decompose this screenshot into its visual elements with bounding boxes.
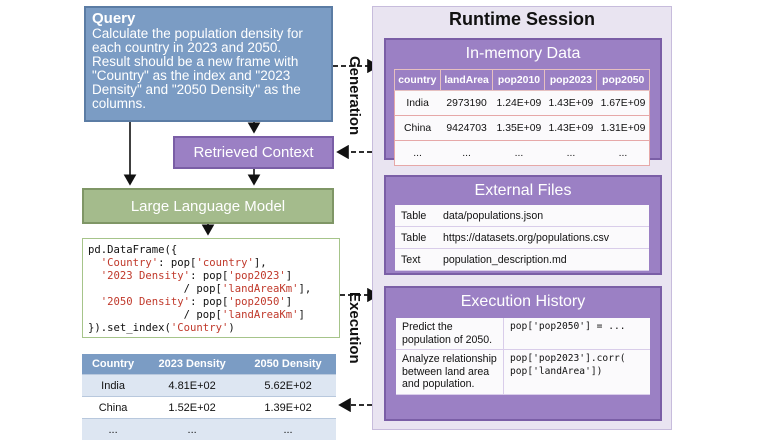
table-cell: 1.52E+02 [144, 397, 240, 419]
query-line: Result should be a new frame with [92, 55, 325, 69]
column-header: 2050 Density [240, 354, 336, 375]
column-header: Country [82, 354, 144, 375]
table-cell: 1.43E+09 [545, 116, 597, 141]
history-description: Predict the population of 2050. [396, 318, 504, 350]
code-string: 'Country' [101, 257, 158, 269]
table-cell: 1.24E+09 [493, 91, 545, 116]
code-text: ], [254, 257, 267, 269]
llm-box: Large Language Model [82, 188, 334, 224]
file-type: Table [395, 227, 437, 249]
generated-code-box: pd.DataFrame({ 'Country': pop['country']… [82, 238, 340, 338]
file-type: Text [395, 249, 437, 271]
table-row: Analyze relationship between land area a… [396, 350, 650, 395]
column-header: landArea [440, 70, 493, 91]
code-string: 'pop2050' [228, 296, 285, 308]
query-line: Density" and "2050 Density" as the [92, 83, 325, 97]
table-cell: ... [144, 419, 240, 440]
column-header: pop2050 [597, 70, 650, 91]
query-line: "Country" as the index and "2023 [92, 69, 325, 83]
code-text: : pop[ [190, 296, 228, 308]
table-cell: ... [545, 141, 597, 166]
table-cell: 1.31E+09 [597, 116, 650, 141]
column-header: pop2010 [493, 70, 545, 91]
code-string: '2050 Density' [101, 296, 190, 308]
code-text: ] [286, 296, 292, 308]
code-string: 'landAreaKm' [222, 309, 299, 321]
file-path: population_description.md [437, 249, 649, 271]
column-header: pop2023 [545, 70, 597, 91]
table-cell: 2973190 [440, 91, 493, 116]
file-path: data/populations.json [437, 205, 649, 227]
table-row: India 2973190 1.24E+09 1.43E+09 1.67E+09 [395, 91, 650, 116]
code-string: '2023 Density' [101, 270, 190, 282]
result-table: Country 2023 Density 2050 Density India … [82, 354, 336, 440]
table-cell: ... [82, 419, 144, 440]
query-line: each country in 2023 and 2050. [92, 41, 325, 55]
table-row: India 4.81E+02 5.62E+02 [82, 375, 336, 397]
execution-history-table: Predict the population of 2050. pop['pop… [396, 318, 650, 395]
runtime-session-title: Runtime Session [372, 9, 672, 30]
column-header: country [395, 70, 441, 91]
table-row: China 1.52E+02 1.39E+02 [82, 397, 336, 419]
table-cell: ... [493, 141, 545, 166]
code-string: 'pop2023' [228, 270, 285, 282]
panel-title: In-memory Data [386, 45, 660, 63]
table-row: Table https://datasets.org/populations.c… [395, 227, 649, 249]
table-cell: 4.81E+02 [144, 375, 240, 397]
table-cell: 9424703 [440, 116, 493, 141]
code-text: ], [299, 283, 312, 295]
execution-label: Execution [346, 292, 363, 364]
table-cell: India [82, 375, 144, 397]
table-row: China 9424703 1.35E+09 1.43E+09 1.31E+09 [395, 116, 650, 141]
table-row: Table data/populations.json [395, 205, 649, 227]
table-cell: China [82, 397, 144, 419]
history-description: Analyze relationship between land area a… [396, 350, 504, 395]
table-row: Predict the population of 2050. pop['pop… [396, 318, 650, 350]
panel-title: Execution History [386, 293, 660, 311]
retrieved-context-box: Retrieved Context [173, 136, 334, 169]
table-row: ... ... ... [82, 419, 336, 440]
table-row: ... ... ... ... ... [395, 141, 650, 166]
table-cell: 1.43E+09 [545, 91, 597, 116]
in-memory-data-table: country landArea pop2010 pop2023 pop2050… [394, 69, 650, 166]
table-cell: ... [240, 419, 336, 440]
query-line: Calculate the population density for [92, 27, 325, 41]
table-cell: India [395, 91, 441, 116]
table-cell: China [395, 116, 441, 141]
code-text: ) [228, 322, 234, 334]
query-line: columns. [92, 97, 325, 111]
table-cell: 1.67E+09 [597, 91, 650, 116]
column-header: 2023 Density [144, 354, 240, 375]
code-text: : pop[ [190, 270, 228, 282]
query-box: Query Calculate the population density f… [84, 6, 333, 122]
file-type: Table [395, 205, 437, 227]
external-files-table: Table data/populations.json Table https:… [395, 205, 649, 271]
table-cell: ... [395, 141, 441, 166]
table-header-row: Country 2023 Density 2050 Density [82, 354, 336, 375]
code-text: ] [299, 309, 305, 321]
query-title: Query [92, 11, 325, 27]
table-cell: 5.62E+02 [240, 375, 336, 397]
history-code: pop['pop2023'].corr( pop['landArea']) [504, 350, 651, 395]
code-text: : pop[ [158, 257, 196, 269]
code-text: }).set_index( [88, 322, 171, 334]
table-cell: 1.35E+09 [493, 116, 545, 141]
generation-label: Generation [346, 56, 363, 135]
table-cell: ... [440, 141, 493, 166]
history-code: pop['pop2050'] = ... [504, 318, 651, 350]
file-path: https://datasets.org/populations.csv [437, 227, 649, 249]
table-cell: 1.39E+02 [240, 397, 336, 419]
code-text: / pop[ [184, 283, 222, 295]
code-line: pd.DataFrame({ [88, 244, 177, 256]
code-string: 'country' [196, 257, 253, 269]
code-string: 'Country' [171, 322, 228, 334]
table-cell: ... [597, 141, 650, 166]
table-row: Text population_description.md [395, 249, 649, 271]
code-string: 'landAreaKm' [222, 283, 299, 295]
table-header-row: country landArea pop2010 pop2023 pop2050 [395, 70, 650, 91]
code-text: / pop[ [184, 309, 222, 321]
panel-title: External Files [386, 182, 660, 200]
code-text: ] [286, 270, 292, 282]
